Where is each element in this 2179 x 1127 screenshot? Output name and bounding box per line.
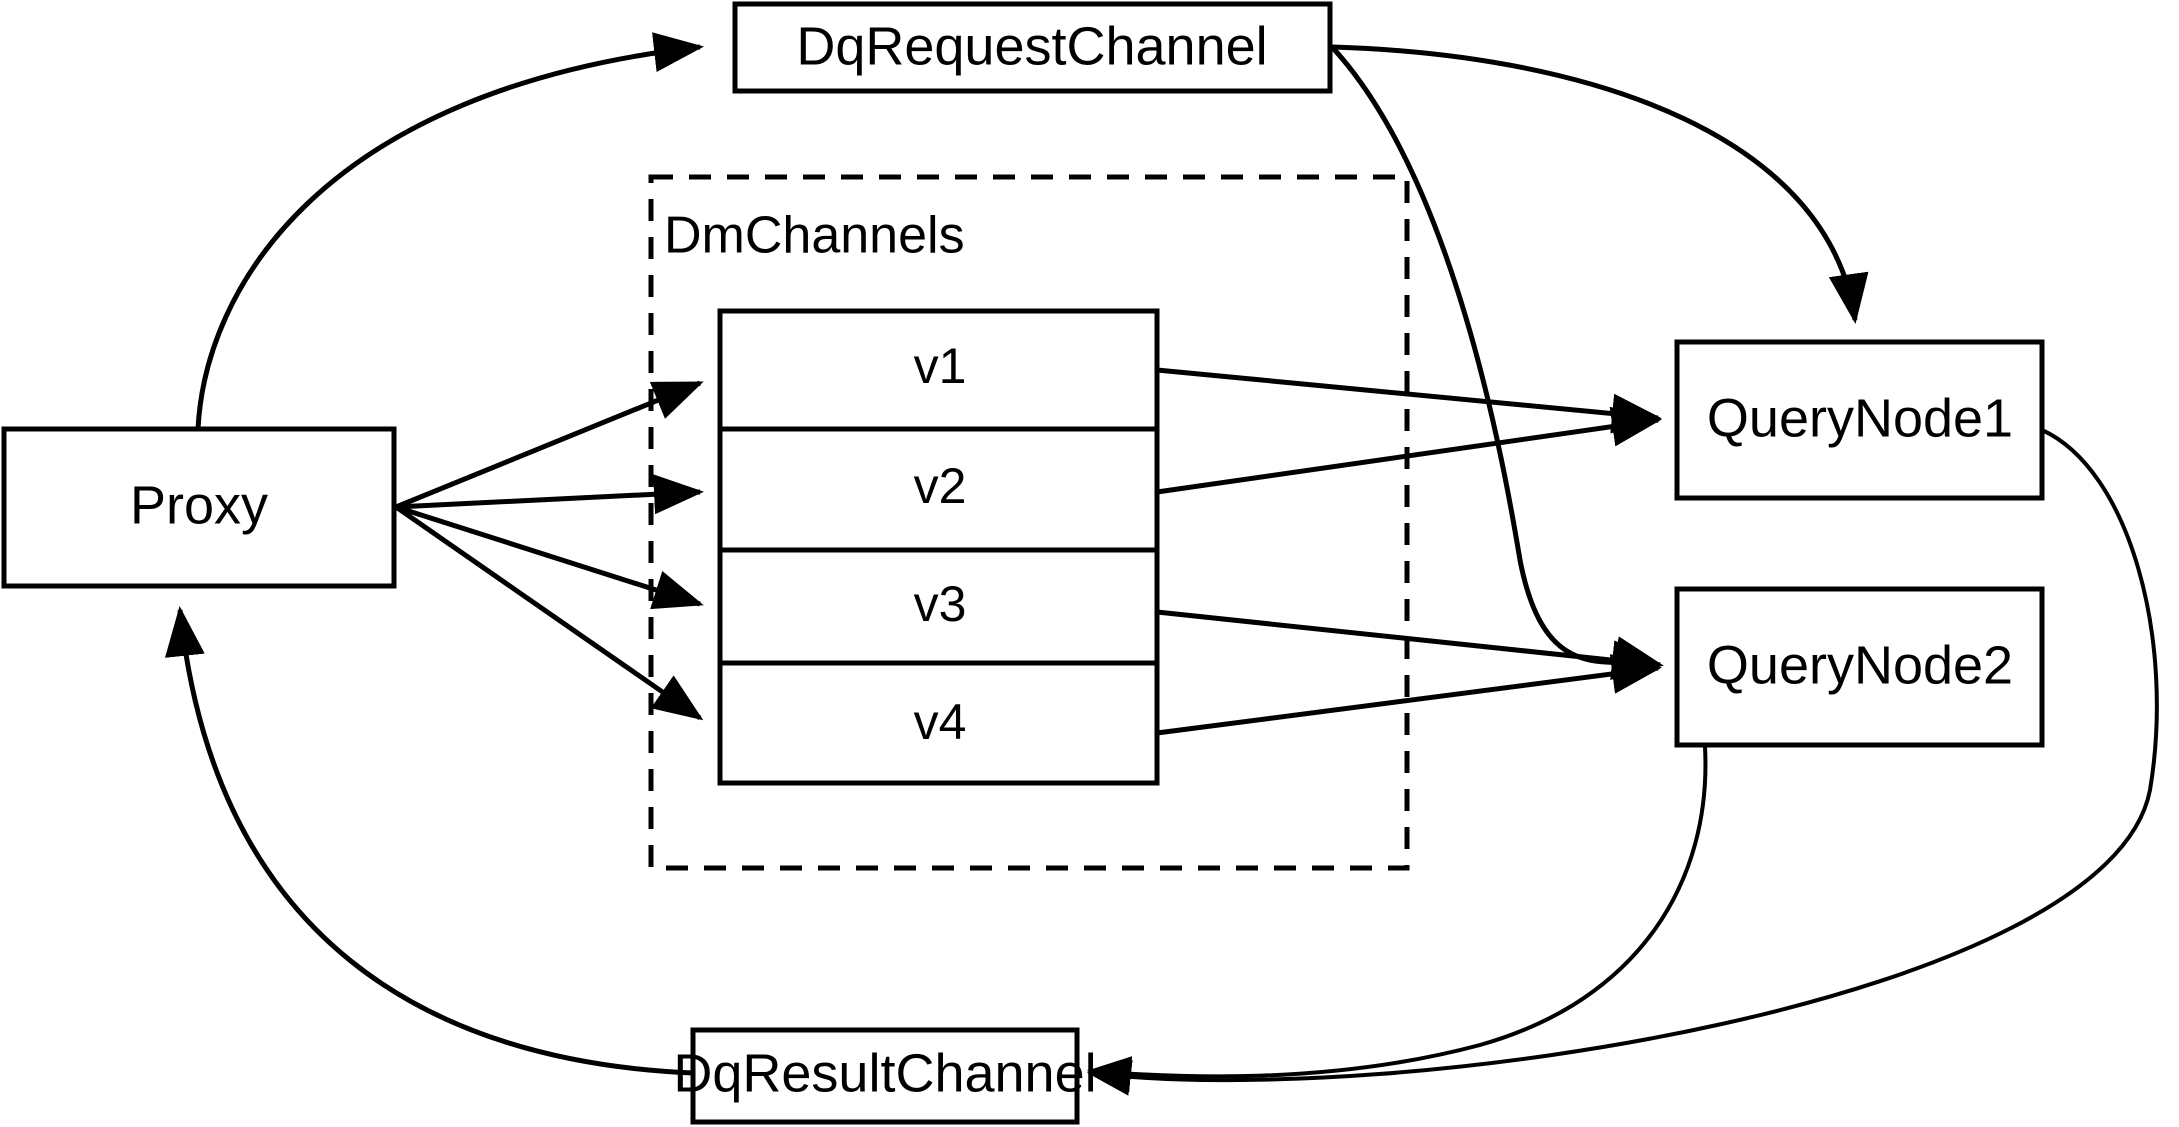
node-dq-result-channel[interactable]: DqResultChannel bbox=[673, 1027, 1097, 1125]
edge-proxy-to-dqrequestchannel bbox=[195, 32, 704, 430]
edge-v3-to-querynode2 bbox=[1156, 609, 1662, 681]
edge-v4-to-querynode2 bbox=[1156, 654, 1662, 736]
node-dq-request-channel[interactable]: DqRequestChannel bbox=[732, 1, 1333, 94]
dq-result-channel-box[interactable] bbox=[690, 1027, 1080, 1125]
dm-channels-group: DmChannels bbox=[648, 174, 1410, 871]
dm-channels-dashed-border bbox=[648, 174, 1410, 871]
dq-request-channel-label: DqRequestChannel bbox=[796, 16, 1267, 76]
proxy-label: Proxy bbox=[130, 475, 268, 535]
node-query-node-2[interactable]: QueryNode2 bbox=[1674, 586, 2045, 748]
dm-channels-label: DmChannels bbox=[664, 207, 965, 265]
edge-dqrequestchannel-to-querynode2 bbox=[1330, 45, 1664, 676]
edge-querynode2-to-dqresultchannel bbox=[1086, 746, 1708, 1093]
query-node-1-label: QueryNode1 bbox=[1707, 388, 2013, 448]
query-node-1-box[interactable] bbox=[1674, 339, 2045, 501]
node-query-node-1[interactable]: QueryNode1 bbox=[1674, 339, 2045, 501]
dm-channels-stack-box bbox=[717, 308, 1160, 786]
channel-row-v3-label: v3 bbox=[914, 576, 967, 632]
edge-proxy-to-v3 bbox=[395, 504, 704, 610]
dq-request-channel-box[interactable] bbox=[732, 1, 1333, 94]
edge-v2-to-querynode1 bbox=[1156, 406, 1662, 495]
edge-dqrequestchannel-to-querynode1 bbox=[1331, 44, 1869, 324]
channel-row-v4-label: v4 bbox=[914, 694, 967, 750]
edge-querynode1-to-dqresultchannel bbox=[1086, 428, 2159, 1096]
dq-result-channel-label: DqResultChannel bbox=[673, 1043, 1096, 1103]
node-proxy[interactable]: Proxy bbox=[1, 426, 397, 589]
query-node-2-label: QueryNode2 bbox=[1707, 635, 2013, 695]
proxy-box[interactable] bbox=[1, 426, 397, 589]
edge-proxy-to-v1 bbox=[395, 380, 704, 510]
query-node-2-box[interactable] bbox=[1674, 586, 2045, 748]
channel-row-v1-label: v1 bbox=[914, 338, 967, 394]
edge-dqresultchannel-to-proxy bbox=[164, 606, 694, 1076]
dm-channels-row-stack: v1 v2 v3 v4 bbox=[717, 308, 1160, 786]
channel-row-v2-label: v2 bbox=[914, 458, 967, 514]
edge-v1-to-querynode1 bbox=[1156, 367, 1662, 434]
edge-proxy-to-v4 bbox=[394, 504, 704, 721]
edge-proxy-to-v2 bbox=[395, 474, 704, 515]
